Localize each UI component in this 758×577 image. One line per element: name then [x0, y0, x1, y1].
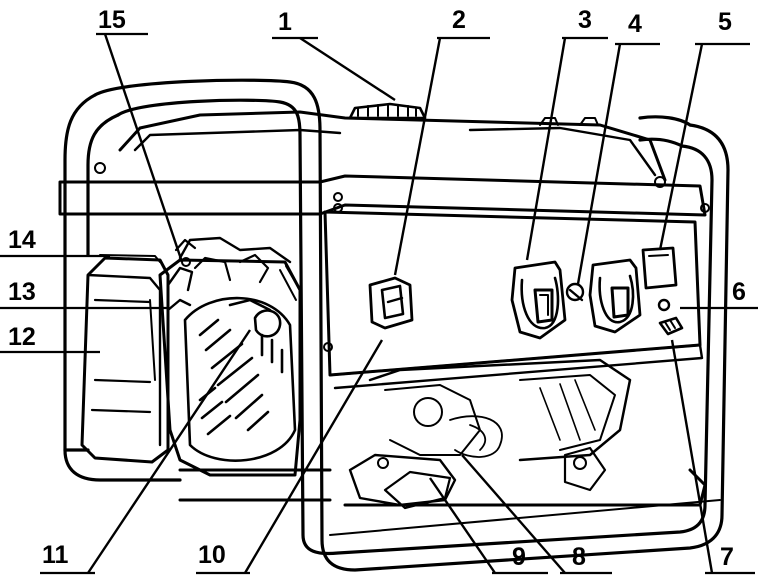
tubular-frame: [63, 78, 730, 572]
label-6: 6: [732, 278, 746, 306]
label-5: 5: [718, 8, 732, 36]
engine-mounts: [348, 446, 607, 510]
label-1: 1: [278, 8, 292, 36]
label-11: 11: [42, 541, 69, 569]
fuel-tank: [94, 102, 667, 188]
callout-11: 11: [40, 329, 251, 575]
label-12: 12: [8, 323, 36, 351]
label-9: 9: [512, 543, 526, 571]
top-bar: [58, 174, 710, 217]
engine-housing: [158, 236, 302, 477]
label-15: 15: [98, 6, 126, 34]
callout-12: 12: [0, 323, 100, 354]
label-10: 10: [198, 541, 226, 569]
voltmeter: [641, 246, 678, 290]
callout-5: 5: [658, 8, 750, 251]
label-14: 14: [8, 226, 36, 254]
callout-2: 2: [393, 6, 490, 276]
callouts: 1 2 3 4 5 6: [0, 6, 758, 575]
generator-illustration: [58, 78, 730, 572]
circuit-breaker: [565, 282, 585, 302]
callout-7: 7: [670, 339, 755, 575]
callout-15: 15: [96, 6, 184, 263]
label-2: 2: [452, 6, 466, 34]
callout-6: 6: [680, 278, 758, 310]
callout-3: 3: [525, 6, 608, 261]
callout-9: 9: [429, 477, 548, 575]
label-7: 7: [720, 543, 734, 571]
callout-4: 4: [576, 10, 660, 285]
label-8: 8: [572, 543, 586, 571]
callout-1: 1: [272, 8, 396, 102]
engine-switch: [368, 276, 414, 330]
callout-8: 8: [461, 454, 612, 575]
label-4: 4: [628, 10, 642, 38]
air-filter: [80, 254, 170, 464]
label-3: 3: [578, 6, 592, 34]
control-panel: [323, 203, 704, 390]
socket-right: [588, 258, 642, 334]
callout-10: 10: [196, 339, 384, 575]
callout-13: 13: [0, 278, 168, 310]
callout-14: 14: [0, 226, 110, 258]
label-13: 13: [8, 278, 36, 306]
socket-left: [510, 260, 567, 340]
terminals: [657, 298, 684, 336]
carburetor-controls: [166, 238, 197, 312]
